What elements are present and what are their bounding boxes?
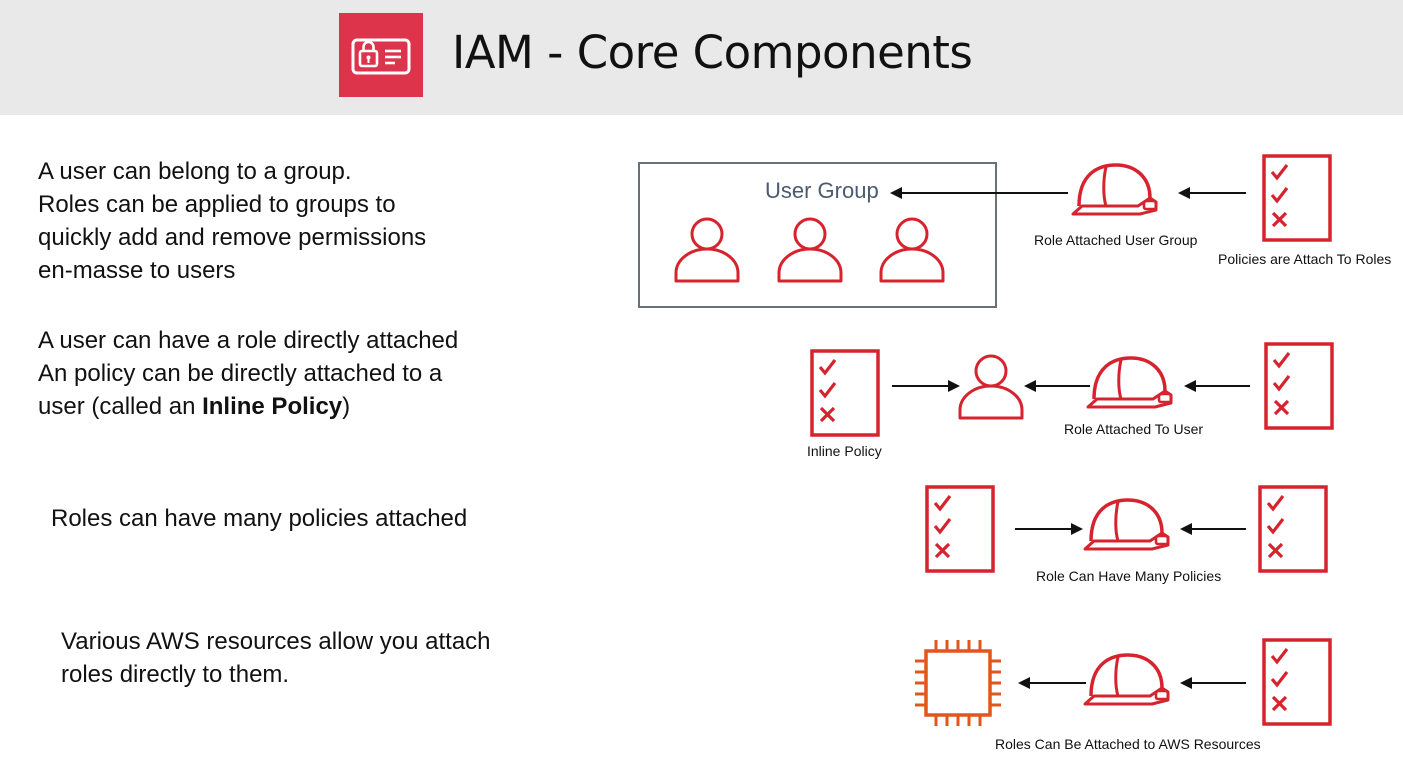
iam-identity-card-icon — [339, 13, 423, 97]
policy-document-icon — [1262, 638, 1332, 726]
caption-role-attached-to-user: Role Attached To User — [1064, 421, 1204, 437]
arrow-icon — [1024, 380, 1090, 392]
arrow-icon — [1018, 677, 1086, 689]
user-icon — [777, 217, 843, 283]
role-helmet-icon — [1083, 498, 1170, 551]
policy-document-icon — [1264, 342, 1334, 430]
arrow-icon — [1178, 187, 1246, 199]
text-line: An policy can be directly attached to a — [38, 360, 443, 387]
role-helmet-icon — [1071, 163, 1158, 216]
role-helmet-icon — [1083, 653, 1170, 706]
text-fragment: user (called an — [38, 393, 203, 420]
user-group-label: User Group — [765, 178, 879, 203]
policy-document-icon — [925, 485, 995, 573]
text-line: Roles can have many policies attached — [51, 505, 468, 532]
text-line: A user can belong to a group. — [38, 158, 352, 185]
text-fragment: ) — [342, 393, 351, 420]
arrow-icon — [1180, 677, 1246, 689]
role-helmet-icon — [1086, 356, 1173, 409]
policy-document-icon — [810, 349, 880, 437]
arrow-icon — [890, 187, 1068, 199]
caption-role-attached-user-group: Role Attached User Group — [1034, 232, 1198, 248]
text-line: en-masse to users — [38, 257, 236, 284]
arrow-icon — [1015, 523, 1083, 535]
user-group-box — [638, 162, 997, 308]
header-bar: IAM - Core Components — [0, 0, 1403, 115]
text-line: A user can have a role directly attached — [38, 327, 459, 354]
ec2-instance-icon — [915, 640, 1001, 726]
caption-role-many-policies: Role Can Have Many Policies — [1036, 568, 1222, 584]
policy-document-icon — [1262, 154, 1332, 242]
section-groups-text: A user can belong to a group. Roles can … — [38, 155, 426, 287]
text-line: Various AWS resources allow you attach — [61, 628, 491, 655]
section-inline-policy-text: A user can have a role directly attached… — [38, 324, 458, 423]
text-line: Roles can be applied to groups to — [38, 191, 396, 218]
arrow-icon — [1180, 523, 1246, 535]
user-icon — [879, 217, 945, 283]
arrow-icon — [1184, 380, 1250, 392]
user-icon — [958, 354, 1024, 420]
policy-document-icon — [1258, 485, 1328, 573]
caption-policies-attach-to-roles: Policies are Attach To Roles — [1218, 251, 1392, 267]
arrow-icon — [892, 380, 960, 392]
user-icon — [674, 217, 740, 283]
page-title: IAM - Core Components — [452, 26, 973, 79]
text-line: quickly add and remove permissions — [38, 224, 427, 251]
section-role-policies-text: Roles can have many policies attached — [51, 502, 467, 535]
caption-inline-policy: Inline Policy — [807, 443, 882, 459]
caption-roles-aws-resources: Roles Can Be Attached to AWS Resources — [995, 736, 1261, 752]
inline-policy-bold: Inline Policy — [202, 393, 343, 420]
text-line: user (called an Inline Policy) — [38, 390, 458, 423]
text-line: roles directly to them. — [61, 661, 290, 688]
section-aws-resources-text: Various AWS resources allow you attach r… — [61, 625, 491, 691]
